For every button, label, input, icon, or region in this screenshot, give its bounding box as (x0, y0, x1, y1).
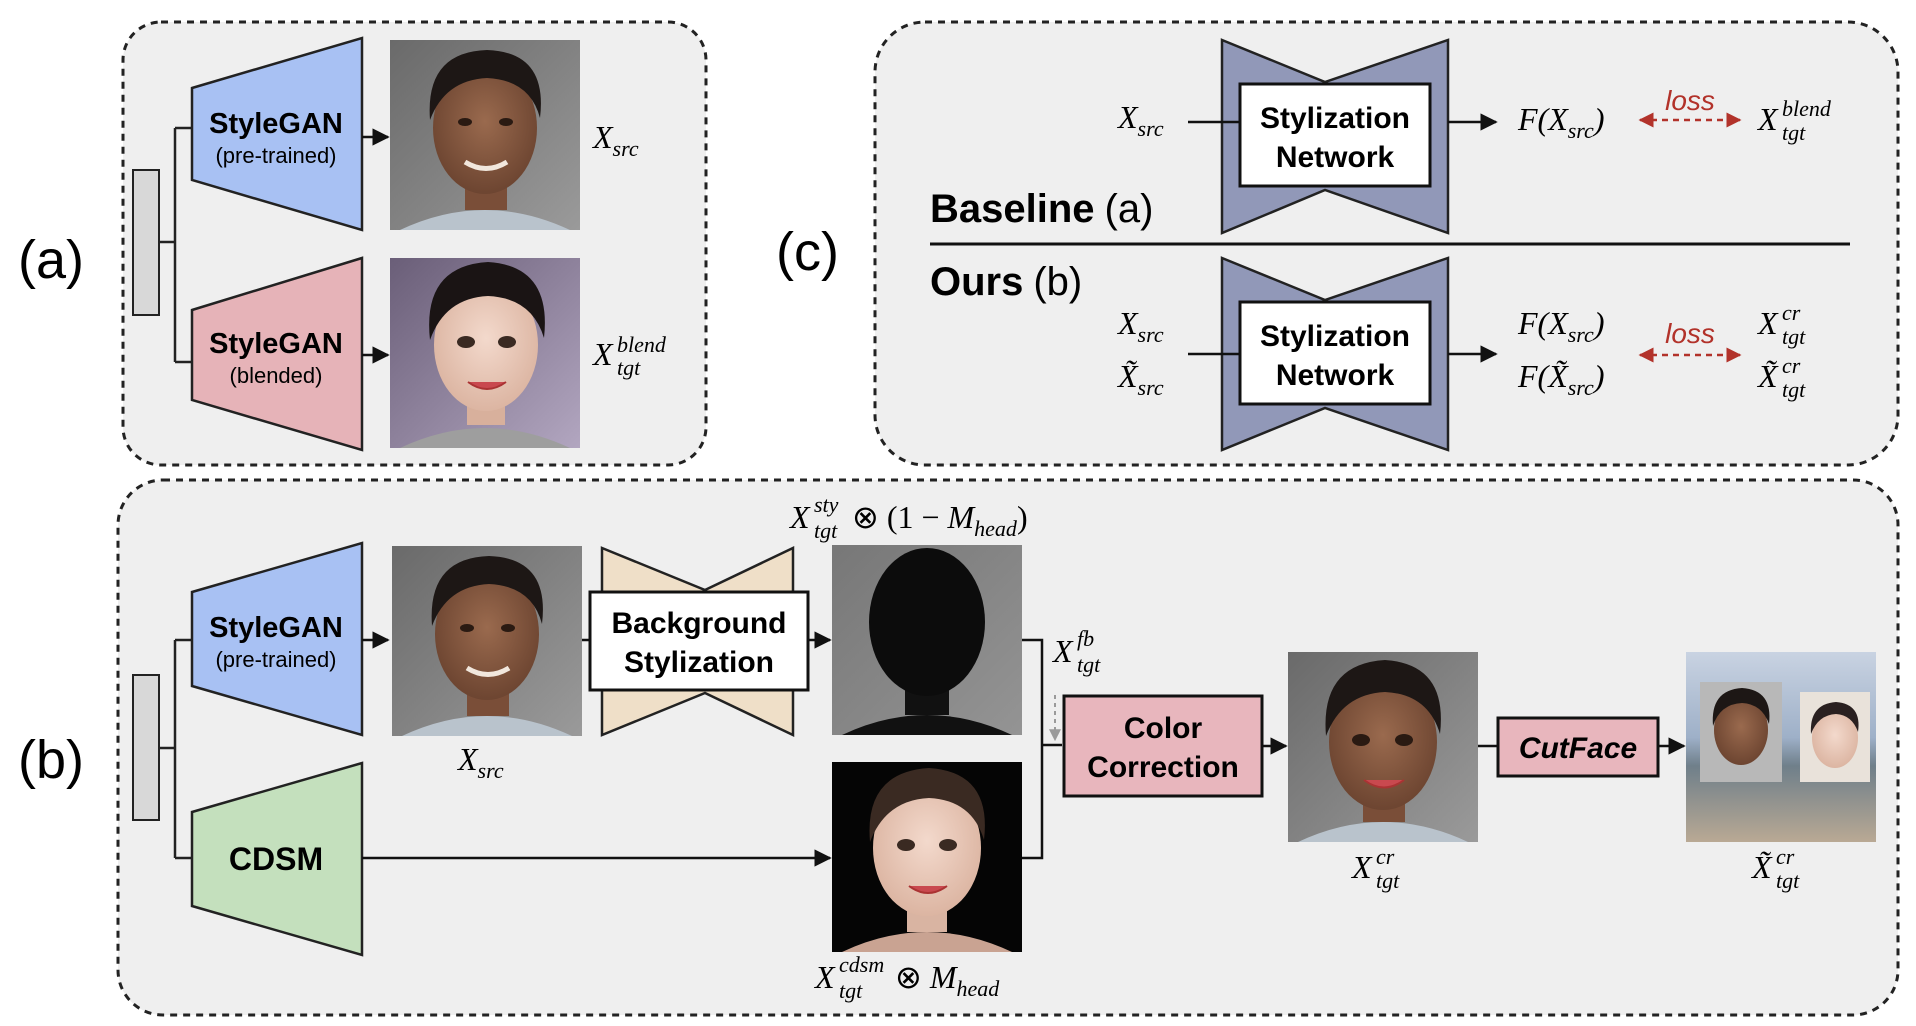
svg-text:cr: cr (1782, 353, 1801, 378)
ours-loss-label: loss (1665, 318, 1715, 349)
cutface (1496, 716, 1660, 778)
svg-text:X: X (788, 499, 811, 535)
svg-text:tgt: tgt (1782, 120, 1806, 145)
cutface-label: CutFace (1519, 732, 1637, 765)
svg-text:X: X (1350, 849, 1373, 885)
ours-output-f2: F(X̃src) (1517, 358, 1604, 400)
svg-text:tgt: tgt (1782, 377, 1806, 402)
photo-color-corrected (1288, 652, 1478, 842)
stylegan-pretrained-a (190, 36, 364, 232)
svg-text:tgt: tgt (1776, 868, 1800, 893)
baseline-output-f: F(Xsrc) (1517, 101, 1604, 143)
photo-blended-face-a (390, 258, 580, 448)
merge-lines (1022, 638, 1062, 860)
latent-branch-b (159, 638, 192, 860)
svg-text:X: X (813, 959, 836, 995)
label-x-src-b: Xsrc (456, 741, 504, 783)
svg-text:X̃src: X̃src (1116, 358, 1164, 400)
svg-text:tgt: tgt (1376, 868, 1400, 893)
ours-title: Ours(b) (930, 260, 1082, 304)
stylegan-pretrained-a-sub: (pre-trained) (215, 143, 336, 168)
ours-target-x-cr: X cr tgt (1756, 300, 1806, 349)
background-stylization (588, 590, 810, 692)
background-stylization-line1: Background (611, 607, 786, 640)
label-x-tilde-tgt-cr: X̃ cr tgt (1750, 844, 1800, 893)
stylegan-blended-a-sub: (blended) (230, 363, 323, 388)
stylegan-blended-a-title: StyleGAN (209, 328, 343, 360)
ours-output-f1: F(Xsrc) (1517, 305, 1604, 347)
panel-c-label: (c) (776, 222, 839, 282)
svg-text:X: X (1756, 101, 1779, 137)
svg-text:blend: blend (1782, 96, 1832, 121)
stylegan-blended-a (190, 256, 364, 452)
svg-text:Xsrc: Xsrc (1116, 99, 1164, 141)
stylegan-pretrained-a-title: StyleGAN (209, 108, 343, 140)
svg-text:X̃: X̃ (1756, 358, 1779, 394)
stylization-network-ours-line1: Stylization (1260, 320, 1410, 353)
svg-text:tgt: tgt (1077, 652, 1101, 677)
svg-text:X: X (1051, 633, 1074, 669)
svg-text:⊗ (1 − Mhead): ⊗ (1 − Mhead) (852, 499, 1028, 541)
svg-text:tgt: tgt (617, 355, 641, 380)
stylization-network-baseline-line1: Stylization (1260, 102, 1410, 135)
svg-text:X: X (591, 336, 614, 372)
label-cdsm-expr: X cdsm tgt ⊗ Mhead (813, 952, 1000, 1003)
cdsm (190, 761, 364, 957)
cdsm-label: CDSM (229, 841, 323, 877)
svg-text:X: X (1756, 305, 1779, 341)
ours-input-x-tilde-src: X̃src (1116, 358, 1164, 400)
ours-target-x-tilde-cr: X̃ cr tgt (1756, 353, 1806, 402)
photo-stylized-background (832, 545, 1022, 735)
svg-text:tgt: tgt (814, 518, 838, 543)
color-correction (1062, 694, 1264, 798)
svg-text:cr: cr (1776, 844, 1795, 869)
label-x-tgt-fb: X fb tgt (1051, 626, 1101, 677)
photo-cdsm-head (832, 762, 1022, 952)
ours-input-x-src: Xsrc (1116, 305, 1164, 347)
svg-text:tgt: tgt (839, 978, 863, 1003)
svg-text:sty: sty (814, 492, 839, 517)
photo-source-face-a (390, 40, 580, 230)
stylization-network-baseline-line2: Network (1276, 141, 1395, 174)
stylegan-pretrained-b-sub: (pre-trained) (215, 647, 336, 672)
background-stylization-line2: Stylization (624, 646, 774, 679)
baseline-title: Baseline(a) (930, 187, 1153, 231)
stylegan-pretrained-b (190, 541, 364, 737)
svg-text:blend: blend (617, 332, 667, 357)
svg-text:cr: cr (1376, 844, 1395, 869)
stylization-network-ours-line2: Network (1276, 359, 1395, 392)
stylization-network-baseline (1238, 82, 1432, 188)
latent-code-b (132, 674, 160, 821)
color-correction-line2: Correction (1087, 751, 1239, 784)
baseline-loss-label: loss (1665, 85, 1715, 116)
photo-source-face-b (392, 546, 582, 736)
svg-text:X̃: X̃ (1750, 849, 1773, 885)
svg-text:⊗ Mhead: ⊗ Mhead (895, 959, 1000, 1001)
panel-a-label: (a) (18, 230, 84, 290)
stylegan-pretrained-b-title: StyleGAN (209, 612, 343, 644)
baseline-target-x-blend: X blend tgt (1756, 96, 1832, 145)
panel-b-label: (b) (18, 730, 84, 790)
stylization-network-ours (1238, 300, 1432, 406)
svg-text:cdsm: cdsm (839, 952, 884, 977)
svg-text:Xsrc: Xsrc (1116, 305, 1164, 347)
svg-text:F(Xsrc): F(Xsrc) (1517, 305, 1604, 347)
photo-cutface-result (1686, 652, 1876, 842)
baseline-input-x-src: Xsrc (1116, 99, 1164, 141)
svg-text:F(Xsrc): F(Xsrc) (1517, 101, 1604, 143)
label-x-tgt-blend-a: X blend tgt (591, 332, 667, 380)
latent-branch-a (159, 126, 192, 364)
svg-text:F(X̃src): F(X̃src) (1517, 358, 1604, 400)
svg-text:tgt: tgt (1782, 324, 1806, 349)
label-x-tgt-cr: X cr tgt (1350, 844, 1400, 893)
svg-text:Xsrc: Xsrc (456, 741, 504, 783)
label-sty-expr: X sty tgt ⊗ (1 − Mhead) (788, 492, 1028, 543)
svg-text:fb: fb (1077, 626, 1094, 651)
svg-text:Xsrc: Xsrc (591, 119, 639, 161)
svg-text:cr: cr (1782, 300, 1801, 325)
color-correction-line1: Color (1124, 712, 1203, 745)
latent-code-a (132, 169, 160, 316)
label-x-src-a: Xsrc (591, 119, 639, 161)
